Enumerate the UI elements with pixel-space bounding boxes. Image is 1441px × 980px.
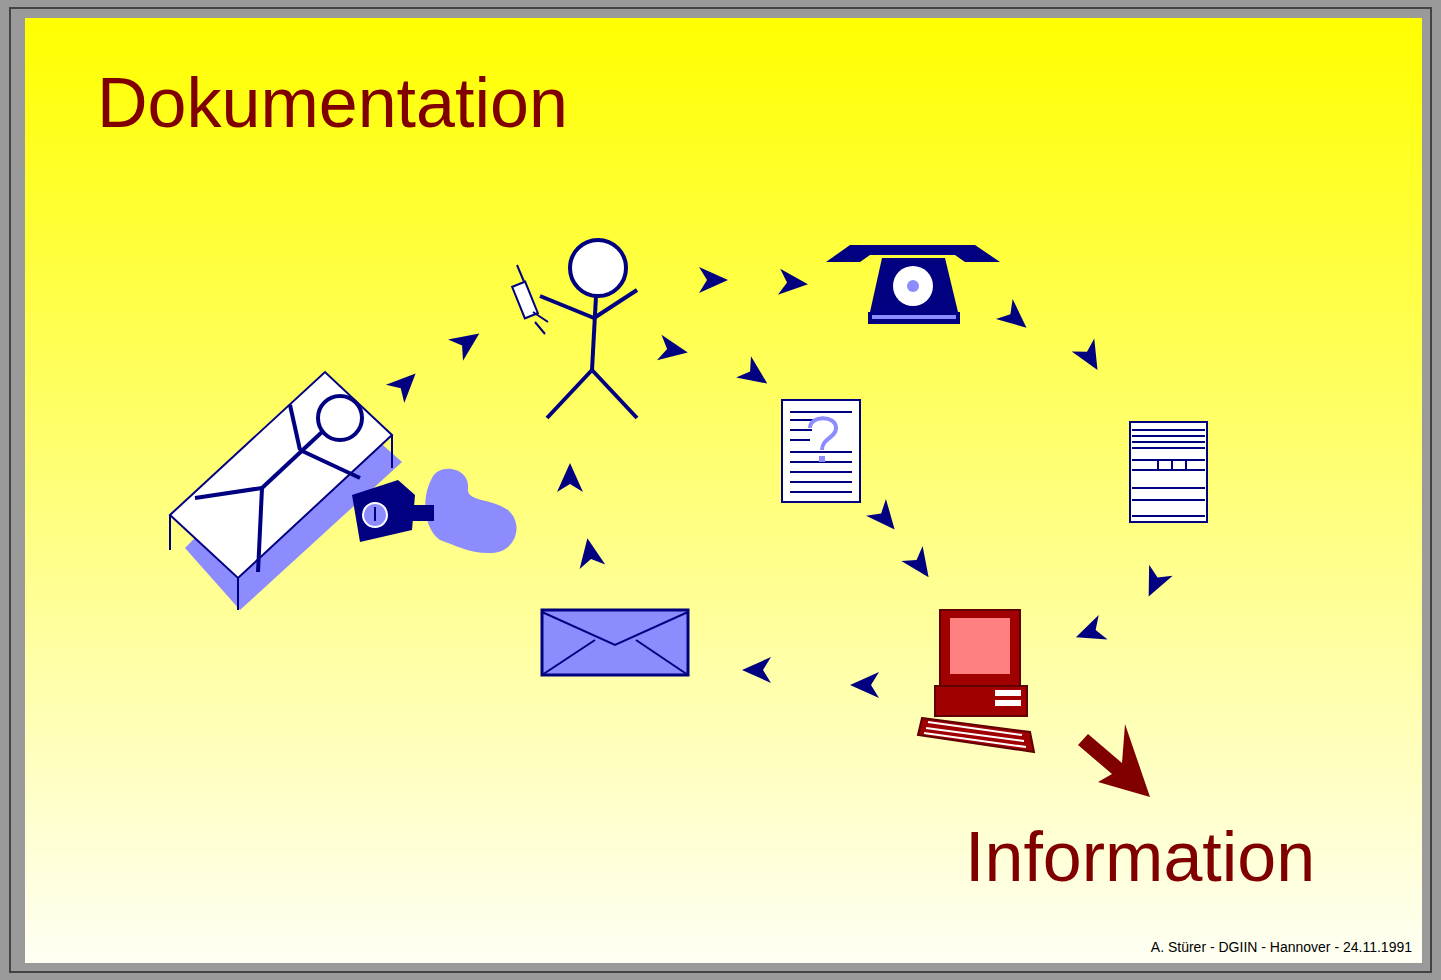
doctor-figure: [540, 240, 637, 418]
envelope: [542, 610, 688, 675]
form-sheet: [1130, 422, 1207, 522]
syringe: [512, 265, 548, 334]
output-label: Information: [965, 822, 1315, 892]
footer-note: A. Stürer - DGIIN - Hannover - 24.11.199…: [1151, 940, 1412, 954]
report-document: [782, 400, 860, 502]
monitor-device: [352, 469, 517, 553]
telephone: [826, 245, 1000, 324]
computer: [918, 610, 1034, 752]
output-arrow: [1078, 724, 1150, 797]
slide-title: Dokumentation: [97, 68, 568, 138]
flow-arrows: [386, 267, 1173, 698]
